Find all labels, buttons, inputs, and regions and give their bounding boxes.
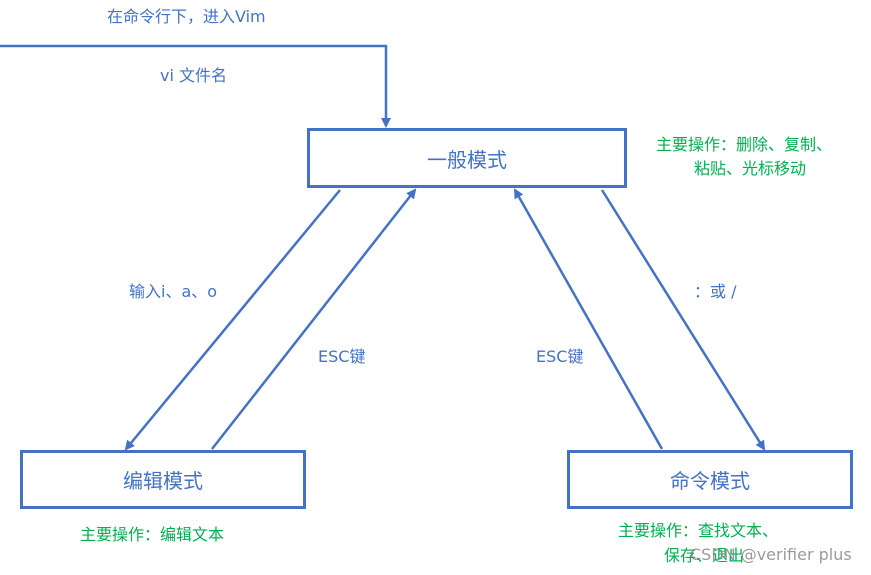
arrow-normal-to-command [600, 189, 766, 451]
edge-label-to-edit: 输入i、a、o [129, 282, 218, 301]
entry-arrow [0, 44, 391, 128]
node-command-mode: 命令模式 [567, 450, 853, 509]
node-normal-mode: 一般模式 [307, 128, 627, 188]
note-edit: 主要操作：编辑文本 [80, 525, 225, 544]
arrow-normal-to-edit [124, 189, 341, 451]
node-edit-mode: 编辑模式 [20, 450, 306, 509]
node-normal-mode-label: 一般模式 [427, 147, 507, 172]
entry-label-line2: vi 文件名 [160, 66, 228, 85]
entry-label-line1: 在命令行下，进入Vim [107, 7, 266, 26]
edge-label-to-command: ：或 / [694, 282, 737, 301]
edge-label-edit-to-normal: ESC键 [318, 347, 366, 366]
node-edit-mode-label: 编辑模式 [123, 469, 203, 493]
watermark: CSDN @verifier plus [690, 545, 852, 564]
note-command-line1: 主要操作：查找文本、 [618, 521, 779, 540]
arrow-command-to-normal [513, 188, 664, 450]
arrow-edit-to-normal [211, 188, 417, 450]
note-command-line2: 保存、退出 [664, 546, 745, 565]
node-command-mode-label: 命令模式 [670, 469, 750, 493]
note-normal-line2: 粘贴、光标移动 [694, 159, 807, 178]
edge-label-command-to-normal: ESC键 [536, 347, 584, 366]
note-normal-line1: 主要操作：删除、复制、 [656, 135, 833, 154]
